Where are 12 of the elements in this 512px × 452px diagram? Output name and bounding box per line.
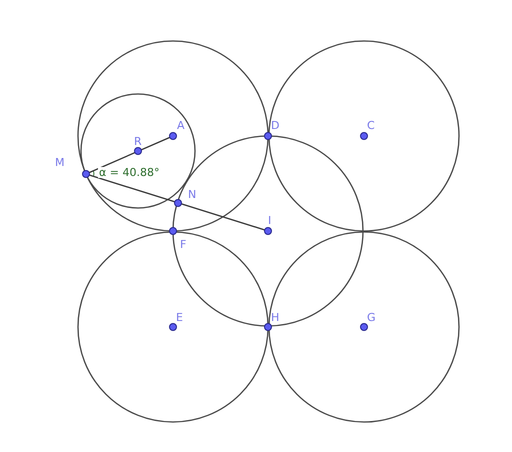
point-label: M	[55, 157, 64, 168]
angle-label: α = 40.88°	[98, 167, 160, 178]
point-label: I	[268, 215, 272, 226]
point-label: G	[367, 312, 376, 323]
point-label: E	[176, 312, 183, 323]
point-label: H	[271, 312, 280, 323]
point-label: F	[180, 239, 186, 250]
point-label: A	[177, 120, 185, 131]
point-label: R	[134, 136, 142, 147]
point-label: N	[188, 189, 196, 200]
point-label: D	[271, 120, 280, 131]
point-label: C	[367, 120, 375, 131]
